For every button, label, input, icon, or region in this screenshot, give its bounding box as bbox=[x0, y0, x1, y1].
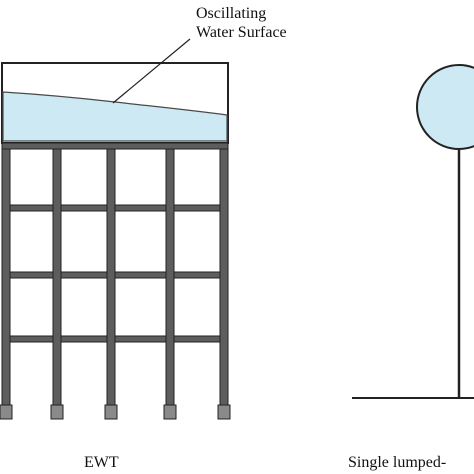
annotation-text-line1: Oscillating bbox=[196, 5, 266, 22]
column-1 bbox=[1, 148, 11, 406]
column-3 bbox=[106, 148, 116, 406]
lumped-mass-model bbox=[352, 64, 474, 399]
column-5 bbox=[219, 148, 229, 406]
foundation-5 bbox=[217, 404, 231, 420]
lumped-mass bbox=[416, 64, 474, 150]
annotation-text-line2: Water Surface bbox=[196, 24, 287, 41]
foundation-2 bbox=[50, 404, 64, 420]
foundation-4 bbox=[163, 404, 177, 420]
water-body bbox=[2, 91, 228, 142]
column-2 bbox=[52, 148, 62, 406]
foundation-1 bbox=[0, 404, 13, 420]
column-4 bbox=[165, 148, 175, 406]
annotation-leader-line bbox=[112, 38, 191, 104]
caption-lumped: Single lumped- bbox=[348, 454, 446, 471]
foundation-3 bbox=[104, 404, 118, 420]
caption-ewt: EWT bbox=[84, 454, 119, 471]
floor-beam-top bbox=[1, 142, 229, 150]
ewt-structure bbox=[0, 62, 231, 420]
